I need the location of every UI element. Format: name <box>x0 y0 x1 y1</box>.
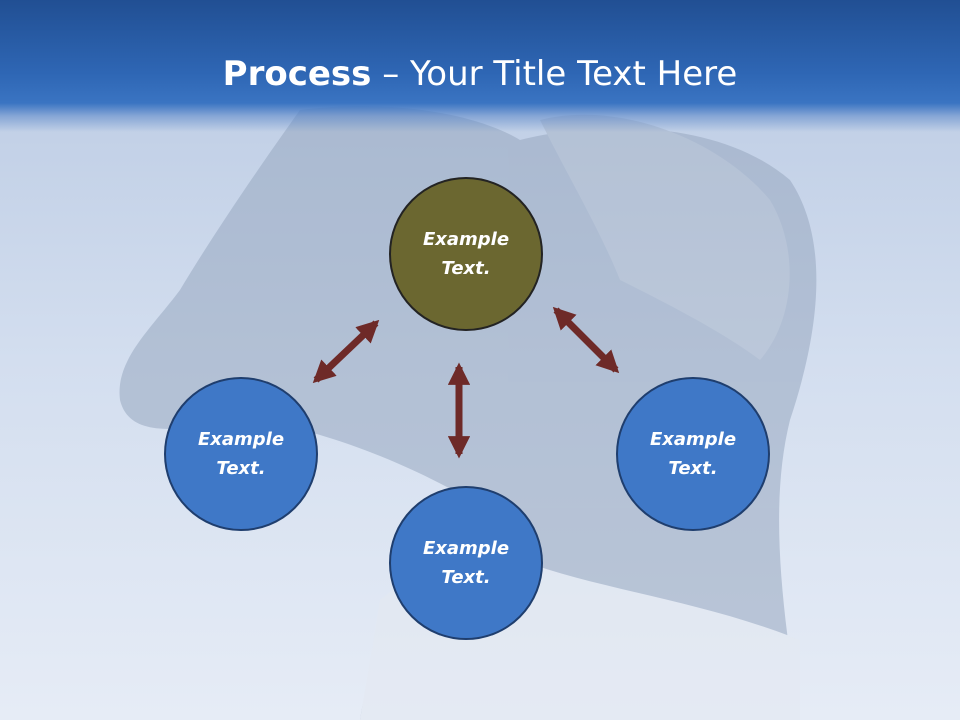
title-banner <box>0 0 960 132</box>
arrow-top-left <box>312 319 380 384</box>
process-node-left: Example Text. <box>164 377 318 531</box>
node-right-line2: Text. <box>668 458 718 479</box>
title-separator: – <box>371 54 411 94</box>
arrow-top-right <box>552 306 620 374</box>
title-bold: Process <box>222 54 372 94</box>
node-right-line1: Example <box>649 429 737 450</box>
process-node-bottom: Example Text. <box>389 486 543 640</box>
node-top-line1: Example <box>422 229 510 250</box>
slide-title: Process – Your Title Text Here <box>0 52 960 96</box>
node-bottom-line2: Text. <box>441 567 491 588</box>
process-node-top: Example Text. <box>389 177 543 331</box>
node-left-line1: Example <box>197 429 285 450</box>
title-rest: Your Title Text Here <box>410 54 738 94</box>
node-bottom-line1: Example <box>422 538 510 559</box>
node-top-line2: Text. <box>441 258 491 279</box>
process-node-right: Example Text. <box>616 377 770 531</box>
node-left-line2: Text. <box>216 458 266 479</box>
